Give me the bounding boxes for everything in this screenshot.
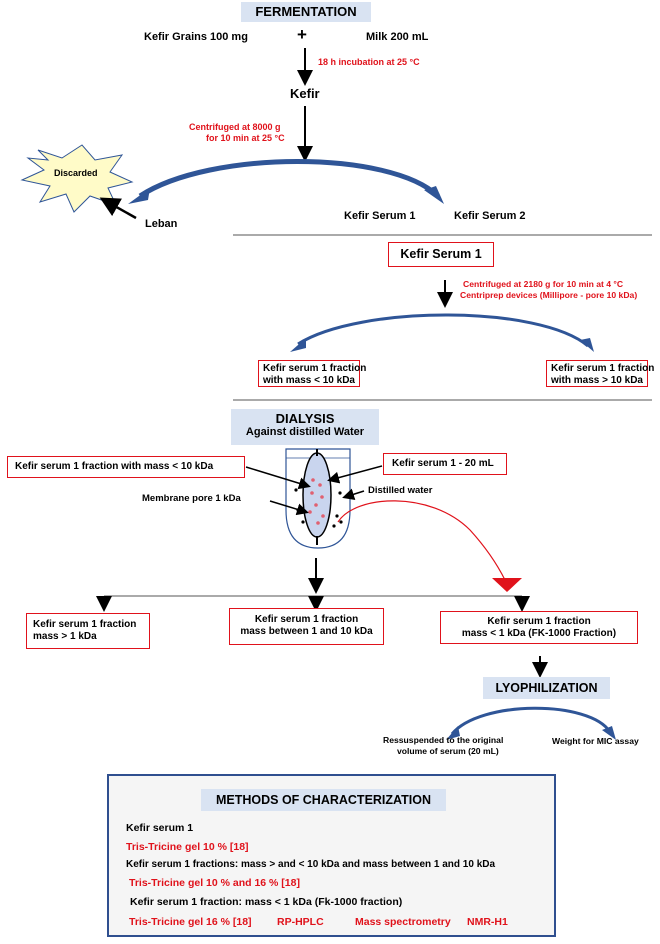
- molecule-dots-red: [308, 478, 325, 525]
- arrow-leban-to-discarded: [99, 197, 137, 220]
- water-label: Distilled water: [368, 485, 433, 496]
- centrifuge-1-line2: for 10 min at 25 °C: [206, 133, 285, 143]
- dialysis-header: DIALYSIS Against distilled Water: [231, 409, 379, 445]
- curved-arrow-head-right: [424, 186, 444, 204]
- curved-arrow-head-left: [128, 188, 150, 204]
- centrifuge-2-line1: Centrifuged at 2180 g for 10 min at 4 °C: [463, 279, 624, 289]
- dialysis-input-box: Kefir serum 1 fraction with mass < 10 kD…: [7, 456, 245, 478]
- curved-arrow-split: [138, 159, 440, 199]
- curved-arrow-2-head-right: [580, 338, 594, 352]
- discarded-label: Discarded: [54, 168, 98, 178]
- methods-line-4: Tris-Tricine gel 10 % and 16 % [18]: [129, 877, 300, 889]
- methods-line-5: Kefir serum 1 fraction: mass < 1 kDa (Fk…: [130, 896, 403, 908]
- output-fk1000-box: Kefir serum 1 fraction mass < 1 kDa (FK-…: [440, 611, 638, 644]
- lyo-left-line2: volume of serum (20 mL): [397, 746, 499, 756]
- output-gt1-box: Kefir serum 1 fraction mass > 1 kDa: [26, 613, 150, 649]
- serum1-label: Kefir Serum 1: [344, 210, 416, 222]
- methods-header: METHODS OF CHARACTERIZATION: [201, 789, 446, 811]
- output-1to10-box: Kefir serum 1 fraction mass between 1 an…: [229, 608, 384, 645]
- dialysis-volume-box: Kefir serum 1 - 20 mL: [383, 453, 507, 475]
- methods-line-6b: RP-HPLC: [277, 916, 324, 928]
- red-curved-arrow: [337, 500, 506, 581]
- kefir-label: Kefir: [290, 86, 320, 101]
- lyophilization-header: LYOPHILIZATION: [483, 677, 610, 699]
- fraction-lt10-box: Kefir serum 1 fraction with mass < 10 kD…: [258, 360, 366, 387]
- methods-panel: METHODS OF CHARACTERIZATION Kefir serum …: [107, 774, 556, 937]
- methods-line-2: Tris-Tricine gel 10 % [18]: [126, 841, 249, 853]
- milk-label: Milk 200 mL: [366, 31, 429, 43]
- methods-line-6d: NMR-H1: [467, 916, 508, 928]
- methods-line-6c: Mass spectrometry: [355, 916, 451, 928]
- fermentation-title: FERMENTATION: [255, 4, 357, 19]
- discarded-burst-icon: [20, 144, 134, 213]
- grains-label: Kefir Grains 100 mg: [144, 31, 248, 43]
- membrane-label: Membrane pore 1 kDa: [142, 493, 241, 504]
- curved-arrow-lyo: [450, 706, 612, 735]
- lyo-right: Weight for MIC assay: [552, 736, 639, 746]
- red-arrowhead: [492, 578, 522, 592]
- dialysis-subtitle: Against distilled Water: [245, 426, 365, 438]
- curved-arrow-2-head-left: [290, 338, 306, 352]
- incubation-label: 18 h incubation at 25 °C: [318, 57, 420, 67]
- plus-sign: +: [297, 25, 307, 44]
- dialysis-title: DIALYSIS: [275, 411, 335, 426]
- methods-line-6a: Tris-Tricine gel 16 % [18]: [129, 916, 252, 928]
- leban-label: Leban: [145, 218, 178, 230]
- curved-arrow-split-2: [297, 313, 589, 348]
- fraction-gt10-box: Kefir serum 1 fraction with mass > 10 kD…: [546, 360, 654, 387]
- fermentation-header: FERMENTATION: [241, 2, 371, 22]
- methods-line-3: Kefir serum 1 fractions: mass > and < 10…: [126, 859, 496, 870]
- methods-line-1: Kefir serum 1: [126, 822, 194, 834]
- centrifuge-1-line1: Centrifuged at 8000 g: [189, 122, 281, 132]
- lyo-left-line1: Ressuspended to the original: [383, 735, 504, 745]
- serum1-box: Kefir Serum 1: [388, 242, 494, 267]
- serum2-label: Kefir Serum 2: [454, 210, 526, 222]
- centrifuge-2-line2: Centriprep devices (Millipore - pore 10 …: [460, 290, 638, 300]
